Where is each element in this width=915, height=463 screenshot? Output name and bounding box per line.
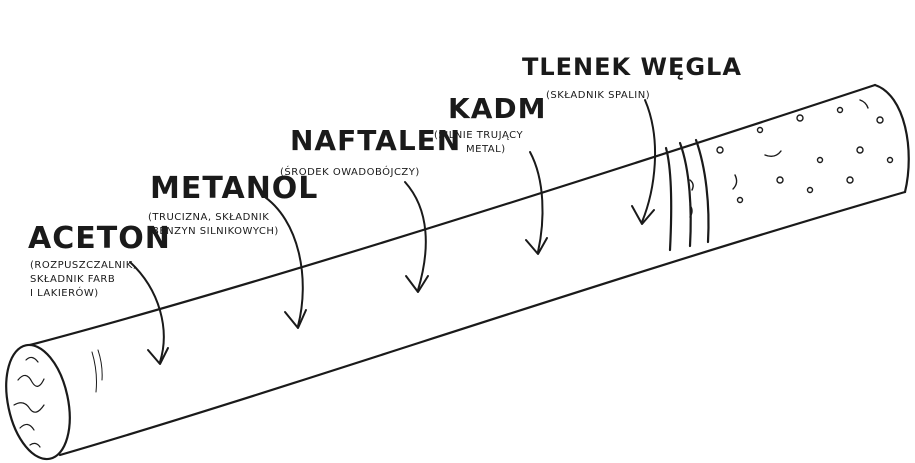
arrow-naftalen: [404, 181, 427, 291]
label-note-line: (ŚRODEK OWADOBÓJCZY): [280, 165, 420, 178]
arrow-tlenek-wegla: [641, 99, 657, 223]
filter-band: [664, 138, 710, 252]
label-note-line: (ROZPUSZCZALNIK,: [30, 260, 137, 271]
arrow-kadm: [529, 151, 544, 253]
label-aceton: ACETON (ROZPUSZCZALNIK, SKŁADNIK FARB I …: [28, 221, 171, 299]
tobacco-texture: [13, 356, 45, 448]
arrow-aceton-head: [147, 347, 169, 365]
label-naftalen: NAFTALEN (ŚRODEK OWADOBÓJCZY): [280, 124, 461, 178]
label-kadm: KADM (SILNIE TRUJĄCY METAL): [434, 92, 546, 155]
label-title: METANOL: [150, 171, 318, 206]
filter-speckles: [689, 99, 894, 218]
label-title: NAFTALEN: [290, 124, 461, 157]
arrow-metanol-head: [284, 309, 307, 329]
label-title: KADM: [448, 92, 546, 125]
label-metanol: METANOL (TRUCIZNA, SKŁADNIK BENZYN SILNI…: [148, 171, 318, 237]
cigarette: [5, 83, 910, 461]
arrow-aceton: [129, 261, 165, 363]
label-title: TLENEK WĘGLA: [522, 53, 742, 81]
arrow-metanol: [261, 194, 304, 327]
arrow-tlenek-wegla-head: [631, 205, 655, 225]
label-tlenek-wegla: TLENEK WĘGLA (SKŁADNIK SPALIN): [522, 53, 742, 101]
cigarette-body-outline: [28, 83, 907, 457]
label-note-line: METAL): [466, 144, 506, 155]
paper-sheen: [91, 349, 103, 393]
label-title: ACETON: [28, 221, 171, 256]
label-note-line: (TRUCIZNA, SKŁADNIK: [148, 212, 269, 223]
label-note-line: BENZYN SILNIKOWYCH): [152, 226, 279, 237]
label-note-line: (SILNIE TRUJĄCY: [434, 130, 523, 141]
arrow-kadm-head: [525, 237, 548, 255]
arrows: [129, 99, 657, 365]
burnt-tip: [5, 343, 71, 461]
label-note-line: I LAKIERÓW): [30, 286, 99, 299]
label-note-line: (SKŁADNIK SPALIN): [546, 90, 650, 101]
arrow-naftalen-head: [405, 275, 429, 293]
filter-end: [873, 83, 910, 194]
label-note-line: SKŁADNIK FARB: [30, 274, 115, 285]
